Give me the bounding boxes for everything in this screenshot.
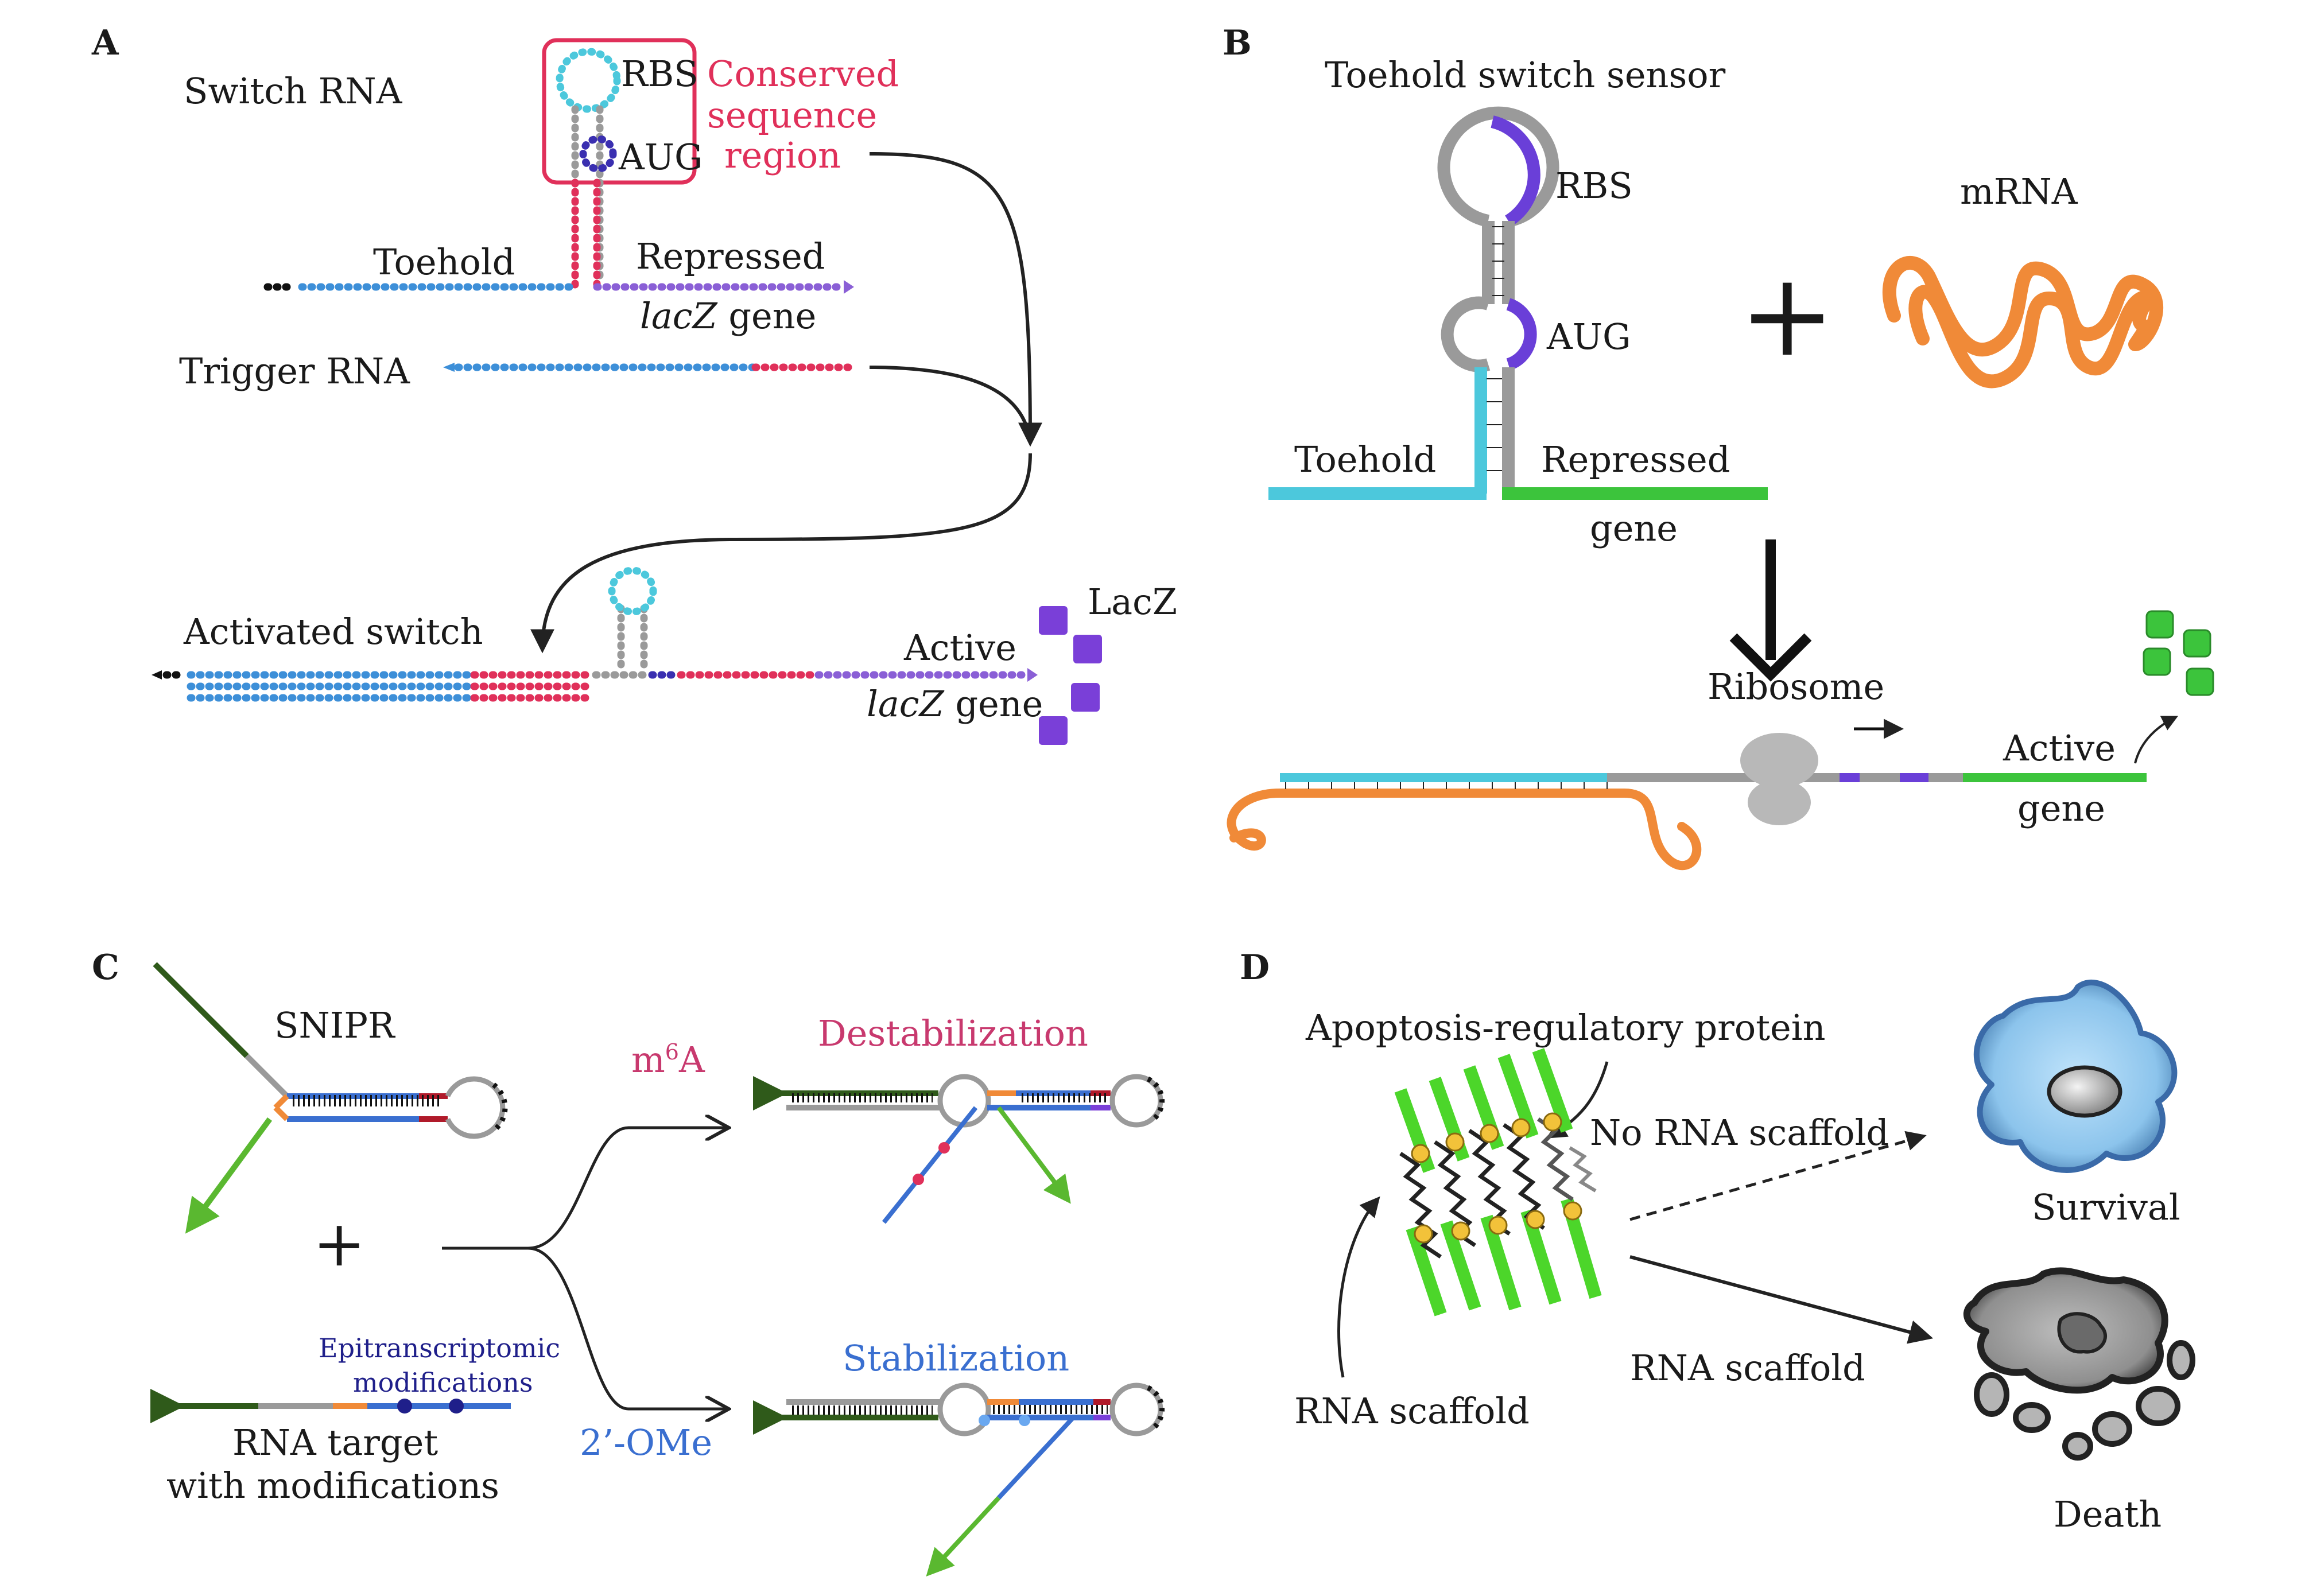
conserved-line-1: Conserved [707, 53, 899, 95]
mrna-label: mRNA [1960, 170, 2078, 212]
panel-a-letter: A [91, 23, 119, 63]
ome-label: 2’-OMe [580, 1422, 712, 1463]
aug-label-b: AUG [1546, 316, 1631, 358]
sensor-hairpin [1268, 106, 1768, 500]
aug-label-a: AUG [618, 136, 703, 178]
lacz-protein-squares [1039, 606, 1102, 745]
activated-switch-label: Activated switch [183, 611, 483, 653]
plus-c: + [313, 1207, 366, 1280]
active-label-a: Active [903, 627, 1016, 669]
product-arrow-b [2134, 716, 2179, 764]
active-gene-label-b: gene [2017, 787, 2105, 829]
no-rna-scaffold-label: No RNA scaffold [1590, 1112, 1889, 1154]
green-protein-squares [2143, 610, 2214, 696]
panel-c: C SNIPR + m6A Destabilization [92, 947, 1165, 1577]
rna-scaffold-label-left: RNA scaffold [1294, 1390, 1530, 1432]
rna-target-line-1: RNA target [232, 1422, 438, 1463]
protein-pointer-arrow [1546, 1061, 1609, 1139]
down-arrow-head [1729, 633, 1812, 682]
epi-label-line-1: Epitranscriptomic [319, 1333, 560, 1364]
stabilized-complex [753, 1383, 1165, 1577]
scaffold-pointer-arrow [1337, 1196, 1380, 1378]
survival-label: Survival [2032, 1186, 2180, 1228]
m6a-arrow [527, 1128, 729, 1250]
plus-b: + [1739, 248, 1836, 382]
flow-arrow-activated [530, 453, 1032, 654]
panel-b-letter: B [1223, 23, 1252, 63]
death-solid-arrow [1629, 1255, 1934, 1344]
toehold-label-a: Toehold [373, 241, 515, 283]
conserved-line-2: sequence [707, 94, 877, 136]
panel-c-letter: C [92, 947, 119, 988]
toehold-switch-sensor-title: Toehold switch sensor [1325, 54, 1726, 96]
trigger-strand [443, 363, 859, 372]
rna-scaffold-label-right: RNA scaffold [1630, 1347, 1865, 1389]
apoptosis-protein-label: Apoptosis-regulatory protein [1305, 1007, 1826, 1049]
ome-arrow [527, 1246, 729, 1409]
stabilization-label: Stabilization [843, 1337, 1069, 1379]
lacz-gene-label-a: lacZ gene [640, 295, 816, 337]
ribosome-shape [1740, 733, 1818, 825]
conserved-line-3: region [724, 134, 841, 176]
snipr-label: SNIPR [274, 1004, 396, 1046]
rna-target-line-2: with modifications [166, 1465, 499, 1506]
panel-d: D Apoptosis-regulatory protein [1240, 947, 2195, 1535]
activated-sensor [1227, 773, 2147, 871]
surviving-cell [1973, 980, 2178, 1173]
rbs-label-a: RBS [621, 53, 699, 95]
destabilized-complex [753, 1074, 1165, 1224]
trigger-rna-label: Trigger RNA [179, 350, 410, 392]
repressed-label-a: Repressed [636, 235, 825, 277]
ribosome-label: Ribosome [1708, 666, 1884, 708]
rbs-label-b: RBS [1555, 165, 1633, 207]
rna-target-strand [150, 1389, 511, 1423]
repressed-label-b: Repressed [1541, 438, 1730, 480]
epi-label-line-2: modifications [353, 1367, 533, 1398]
destabilization-label: Destabilization [818, 1012, 1088, 1054]
m6a-label: m6A [631, 1039, 705, 1081]
snipr-structure [153, 962, 508, 1234]
panel-d-letter: D [1240, 947, 1270, 988]
rna-scaffold-structure [1394, 1048, 1602, 1317]
flow-arrow-trigger [869, 366, 1032, 442]
conserved-region-box [542, 38, 697, 185]
panel-a: A Switch RNA RBS AUG Conserved sequence … [91, 23, 1177, 745]
gene-label-b: gene [1590, 507, 1678, 549]
death-label: Death [2054, 1493, 2162, 1535]
switch-strand [263, 280, 854, 294]
active-label-b: Active [2003, 727, 2116, 769]
active-lacz-gene-label: lacZ gene [867, 683, 1043, 725]
mrna-squiggle [1882, 256, 2164, 389]
lacz-protein-label: LacZ [1088, 581, 1177, 623]
panel-b: B Toehold switch sensor RBS AUG + [1223, 23, 2214, 871]
flow-arrow-switch [869, 152, 1042, 447]
switch-rna-label: Switch RNA [184, 70, 403, 112]
switch-hairpin [556, 48, 621, 289]
activated-strand [152, 566, 1038, 702]
dying-cell [1963, 1267, 2195, 1461]
toehold-label-b: Toehold [1294, 438, 1436, 480]
